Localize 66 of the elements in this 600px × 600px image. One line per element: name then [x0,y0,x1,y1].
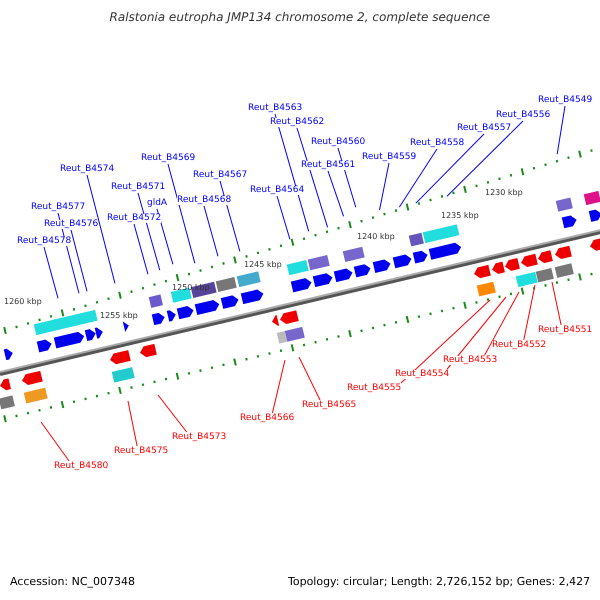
gene-label: Reut_B4575 [114,447,168,456]
leader-line [523,284,536,340]
gene-label: Reut_B4567 [193,171,248,180]
gene-label: Reut_B4580 [54,462,108,471]
leader-line [298,356,320,400]
leader-line [272,360,286,414]
leader-line [446,120,524,197]
leader-line [378,162,390,211]
leader-line [40,422,70,462]
leader-line [86,174,116,284]
gene-label: Reut_B4553 [443,356,498,365]
leader-line [400,300,490,384]
leader-line [134,224,148,275]
footer-text: Topology: circular; Length: 2,726,152 bp; Genes: 2,427 [288,576,590,587]
gene-label: Reut_B4558 [410,139,464,148]
scale-label: 1260 kbp [4,298,42,306]
leader-line [415,134,484,204]
gene-label: Reut_B4565 [302,401,356,410]
gene-label: Reut_B4571 [111,183,166,192]
scale-label: 1235 kbp [441,212,479,220]
gene-label: Reut_B4557 [457,124,512,133]
leader-line [138,192,160,271]
gene-label: Reut_B4551 [538,326,592,335]
gene-label: Reut_B4552 [492,341,546,350]
gene-label: Reut_B4564 [250,186,304,195]
title: Ralstonia eutropha JMP134 chromosome 2, complete sequence [110,11,490,23]
leader-line [446,296,506,370]
leader-line [44,246,58,299]
leader-line [398,148,438,208]
leader-line [552,282,562,326]
scale-label: 1230 kbp [485,189,523,197]
gene-label: Reut_B4569 [141,154,196,163]
scale-label: 1250 kbp [172,284,210,292]
leader-line [276,196,290,240]
leader-line [328,170,344,217]
gene-label: Reut_B4554 [395,370,450,379]
leader-line [220,180,240,252]
leader-line [556,106,566,155]
gene-label: Reut_B4560 [311,138,366,147]
footer-text: Accession: NC_007348 [10,576,136,587]
gene-label: Reut_B4555 [347,384,402,393]
leader-line [204,206,218,257]
gene-label: Reut_B4566 [240,414,294,423]
gene-label: Reut_B4576 [44,220,98,229]
gene-label: Reut_B4561 [301,161,356,170]
leader-line [128,400,138,446]
scale-label: 1245 kbp [244,261,282,269]
gene-label: Reut_B4556 [496,111,550,120]
gene-label: Reut_B4577 [31,203,86,212]
gene-label: Reut_B4572 [107,214,162,223]
gene-label: Reut_B4578 [17,237,72,246]
leader-line [158,394,188,432]
gene-label: Reut_B4559 [362,153,416,162]
gene-label: Reut_B4563 [248,104,302,113]
gene-label: Reut_B4574 [60,165,114,174]
leader-line [70,230,88,292]
scale-label: 1240 kbp [357,233,395,241]
gene-label: gldA [147,199,168,208]
gene-label: Reut_B4573 [172,433,226,442]
scale-label: 1255 kbp [100,312,138,320]
gene-label: Reut_B4549 [538,96,592,105]
leader-line [484,292,520,356]
leader-line [296,128,328,228]
gene-label: Reut_B4568 [177,196,232,205]
leader-line [168,164,196,264]
gene-label: Reut_B4562 [270,118,324,127]
